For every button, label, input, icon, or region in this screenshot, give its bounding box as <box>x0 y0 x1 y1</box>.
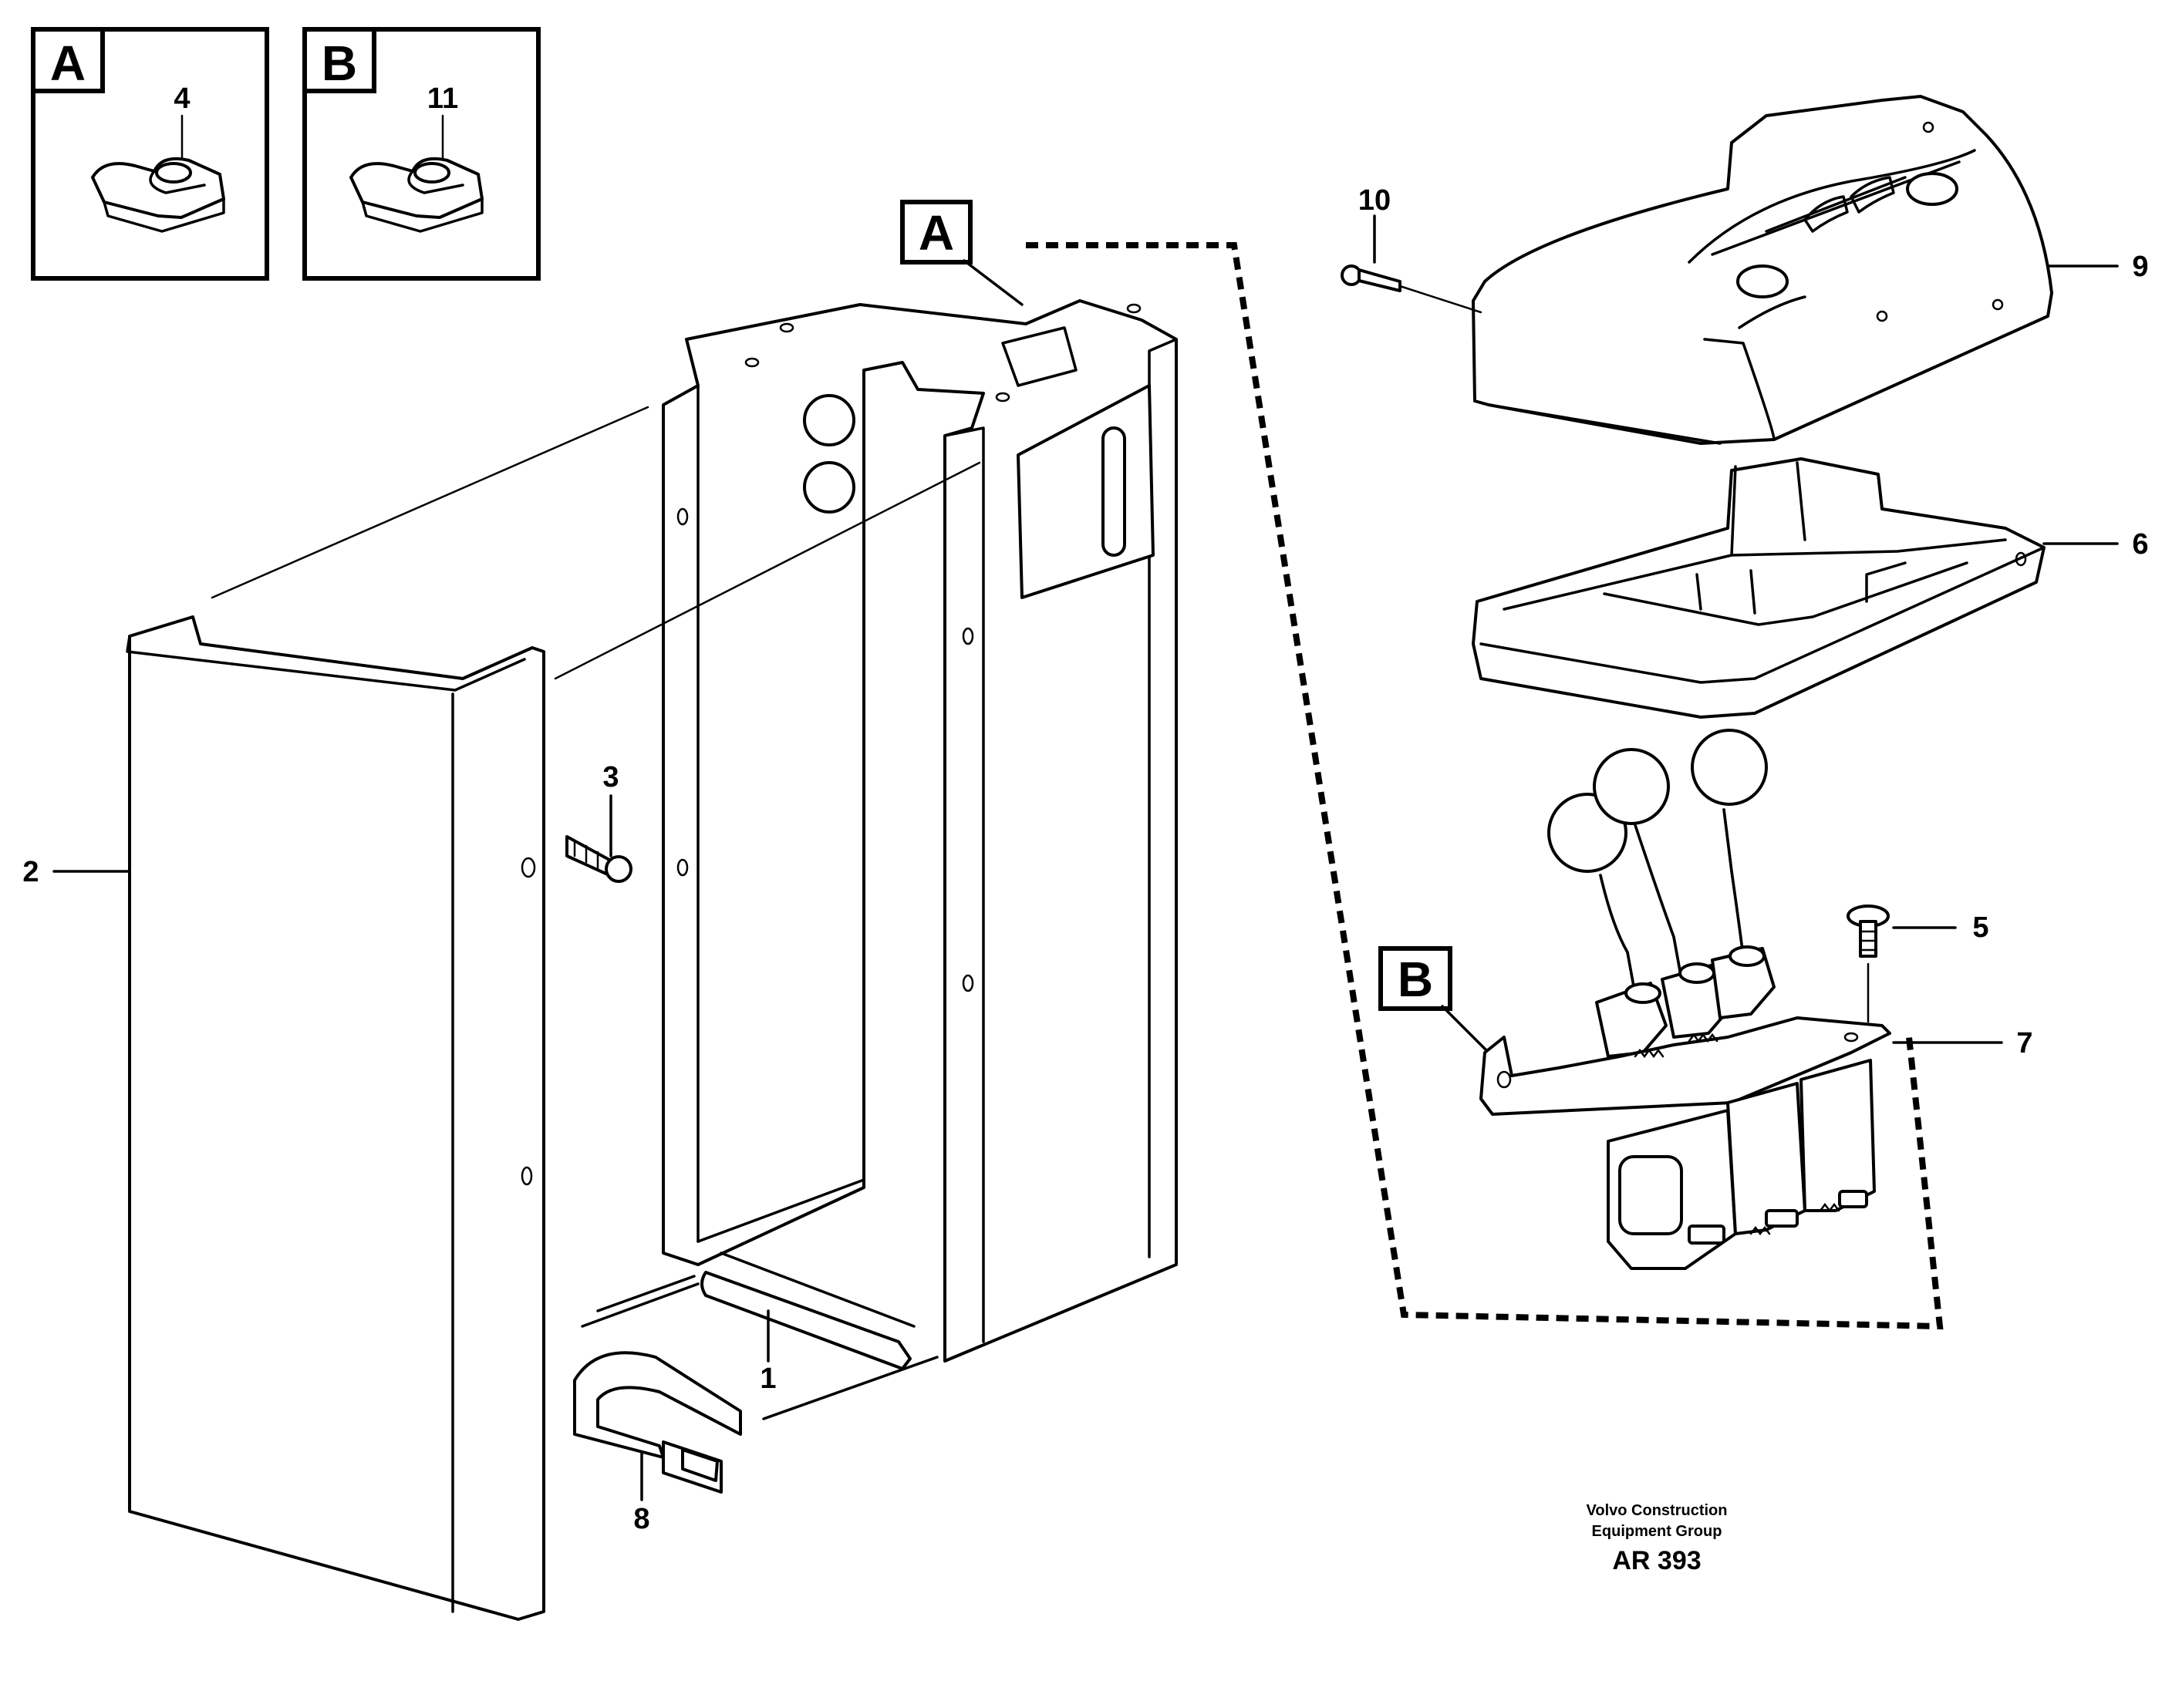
publisher-footer: Volvo Construction Equipment Group AR 39… <box>1587 1502 1728 1575</box>
callout-10: 10 <box>1358 184 1391 217</box>
figure-code: AR 393 <box>1612 1546 1701 1575</box>
base-tray-part-6 <box>1472 457 2046 719</box>
callout-3: 3 <box>602 761 619 793</box>
clip-nut-11 <box>349 157 484 233</box>
assembly-group-outline <box>1026 242 1944 1330</box>
callout-6: 6 <box>2132 528 2148 561</box>
detail-b-label: B <box>322 35 357 91</box>
callout-5: 5 <box>1972 911 1988 944</box>
footer-line-1: Volvo Construction <box>1587 1502 1728 1519</box>
callout-4: 4 <box>174 83 190 115</box>
callout-2: 2 <box>22 856 39 888</box>
strap-part-8 <box>573 1351 742 1494</box>
footer-line-2: Equipment Group <box>1592 1523 1722 1540</box>
clip-nut-4 <box>91 157 225 233</box>
callout-leaders: 1 2 3 5 6 7 8 9 10 <box>22 184 2148 1535</box>
detail-inset-a: A 4 <box>31 27 269 281</box>
top-cover-part-9 <box>1472 95 2053 445</box>
screw-part-5 <box>1847 905 1890 1023</box>
reference-box-b: B <box>1378 946 1494 1058</box>
reference-b-label: B <box>1398 952 1433 1007</box>
callout-9: 9 <box>2132 251 2148 283</box>
control-housing-frame <box>581 299 1178 1420</box>
reference-box-a: A <box>900 200 1024 306</box>
detail-a-label: A <box>50 35 86 91</box>
reference-a-label: A <box>919 205 954 261</box>
callout-11: 11 <box>427 83 458 115</box>
control-valve-assembly-part-7 <box>1479 729 1891 1270</box>
front-cover-panel <box>126 406 981 1621</box>
callout-8: 8 <box>633 1503 649 1535</box>
callout-1: 1 <box>760 1363 776 1395</box>
screw-part-3 <box>565 835 632 883</box>
detail-inset-b: B 11 <box>302 27 541 281</box>
screw-part-10 <box>1341 264 1482 314</box>
callout-7: 7 <box>2016 1027 2032 1059</box>
